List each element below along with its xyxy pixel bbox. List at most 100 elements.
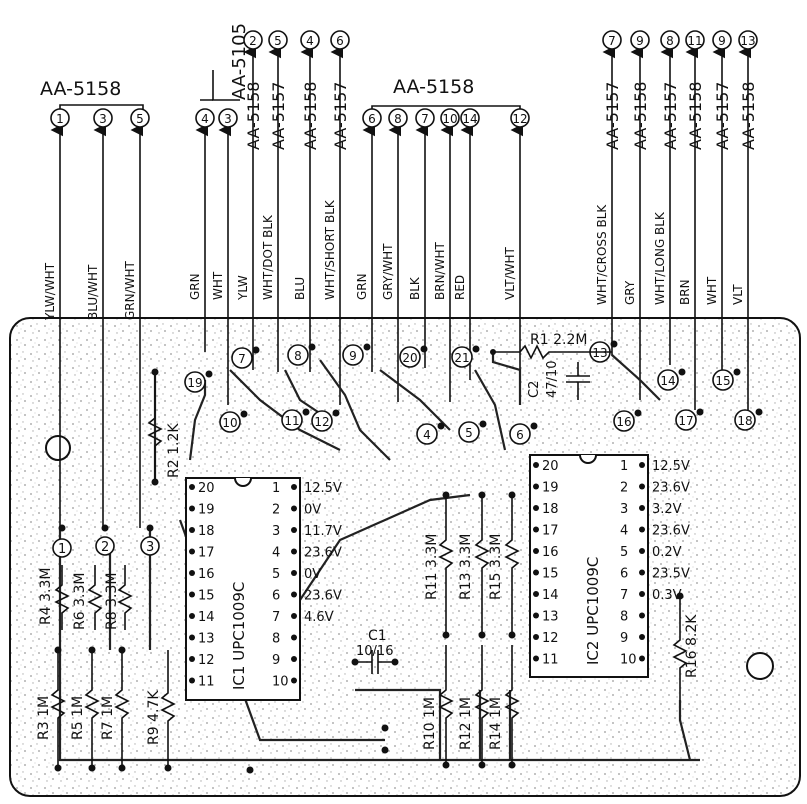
connector-group-mid: AA-5105 <box>200 23 250 101</box>
wire-pin-number: 10 <box>442 112 457 126</box>
wire-pin-number: 6 <box>368 112 376 126</box>
pad-9: 9 <box>342 343 371 366</box>
ic-pin-dot <box>639 548 645 554</box>
ic-pin-number: 16 <box>198 567 215 582</box>
ic-pin-voltage: 23.6V <box>304 546 342 561</box>
ic-pin-number: 18 <box>542 502 559 517</box>
svg-text:R2 1.2K: R2 1.2K <box>166 423 182 478</box>
ic-pin-dot <box>639 591 645 597</box>
svg-text:C2: C2 <box>527 381 542 398</box>
pad-number: 20 <box>402 351 417 365</box>
pad-number: 17 <box>678 414 693 428</box>
ic-pin-number: 11 <box>198 675 215 690</box>
ic-pin-dot <box>639 634 645 640</box>
ic-pin-dot <box>639 655 645 662</box>
pad-number: 10 <box>222 416 237 430</box>
board-pads-left: 1 2 3 <box>52 524 160 558</box>
svg-text:R4 3.3M: R4 3.3M <box>38 568 54 625</box>
ic-pin-voltage: 3.2V <box>652 502 682 517</box>
mounting-hole-right <box>746 652 774 680</box>
ic-pin-voltage: 23.6V <box>652 524 690 539</box>
svg-text:R5 1M: R5 1M <box>70 696 86 740</box>
ic-pin-number: 9 <box>620 631 628 646</box>
pad-10: 10 <box>219 410 248 433</box>
ic-pin-voltage: 11.7V <box>304 524 342 539</box>
mounting-hole-left <box>45 435 71 461</box>
wire-color-label: WHT/LONG BLK <box>653 211 667 305</box>
wire-connector: AA-5158 <box>739 82 758 150</box>
wire-pin-number: 5 <box>274 34 282 48</box>
wire-connector: AA-5158 <box>301 82 320 150</box>
ic-pin-number: 4 <box>272 546 280 561</box>
ic-pin-dot <box>639 569 645 576</box>
wire-color-label: WHT <box>211 271 225 300</box>
svg-text:C1: C1 <box>368 628 387 644</box>
pad-8: 8 <box>287 343 316 366</box>
wire-connector: AA-5157 <box>713 82 732 150</box>
wire-pin-number: 11 <box>687 34 702 48</box>
ic-pin-number: 16 <box>542 545 559 560</box>
svg-text:R9 4.7K: R9 4.7K <box>146 690 162 745</box>
resistor-r13: R13 3.3M <box>458 491 490 639</box>
wire-pin-number: 4 <box>306 34 314 48</box>
svg-text:R1 2.2M: R1 2.2M <box>530 332 587 348</box>
wire-connector: AA-5157 <box>331 82 350 150</box>
ic-pin-number: 20 <box>198 481 215 496</box>
wire-connector: AA-5157 <box>269 82 288 150</box>
ic-pin-number: 19 <box>542 481 559 496</box>
ic-pin-number: 12 <box>198 653 215 668</box>
ic-pin-number: 6 <box>620 567 628 582</box>
ic-pin-number: 1 <box>620 459 628 474</box>
ic-pin-number: 5 <box>272 567 280 582</box>
wire-color-label: YLW <box>236 275 250 301</box>
resistor-r9: R9 4.7K <box>146 650 176 772</box>
wire-pin-number: 8 <box>666 34 674 48</box>
ic-pin-number: 20 <box>542 459 559 474</box>
ic-pin-number: 8 <box>272 632 280 647</box>
ic-pin-number: 3 <box>620 502 628 517</box>
wire-color-label: GRN/WHT <box>123 260 137 320</box>
pad-19: 19 <box>184 370 213 393</box>
ic-pin-dot <box>291 677 297 684</box>
wire-pin-number: 12 <box>512 112 527 126</box>
ic-pin-voltage: 0V <box>304 503 321 518</box>
ic-pin-number: 12 <box>542 631 559 646</box>
connector-right-label: AA-5158 <box>393 76 474 98</box>
ic-pin-dot <box>291 505 297 512</box>
svg-text:R3 1M: R3 1M <box>36 696 52 740</box>
ic-pin-voltage: 0V <box>304 567 321 582</box>
resistor-r12: R12 1M <box>458 645 490 769</box>
wire-color-label: RED <box>453 275 467 300</box>
pad-number: 14 <box>660 374 675 388</box>
pad-number: 11 <box>284 414 299 428</box>
ic-pin-dot <box>291 634 297 641</box>
wire-connector: AA-5158 <box>686 82 705 150</box>
ic-pin-number: 7 <box>272 610 280 625</box>
wire-connector: AA-5157 <box>661 82 680 150</box>
ic-pin-dot <box>189 591 195 598</box>
ic-pin-dot <box>189 570 195 576</box>
resistor-r1: R1 2.2M <box>490 332 612 360</box>
wire-connector: AA-5157 <box>603 82 622 150</box>
ic-pin-dot <box>291 484 297 490</box>
wire-pin-number: 7 <box>421 112 429 126</box>
pad-number: 8 <box>294 349 302 363</box>
ic-pin-number: 5 <box>620 545 628 560</box>
wire-color-label: WHT/DOT BLK <box>261 214 275 300</box>
connector-left-label: AA-5158 <box>40 78 121 100</box>
svg-text:2: 2 <box>101 540 109 555</box>
resistors: R1 2.2M R2 1.2K R4 3.3M R6 3.3M R8 3.3M … <box>36 332 700 772</box>
ic-pin-number: 8 <box>620 610 628 625</box>
resistor-r6: R6 3.3M <box>72 565 103 630</box>
ic-pin-dot <box>639 462 645 468</box>
resistor-r14: R14 1M <box>488 645 520 769</box>
